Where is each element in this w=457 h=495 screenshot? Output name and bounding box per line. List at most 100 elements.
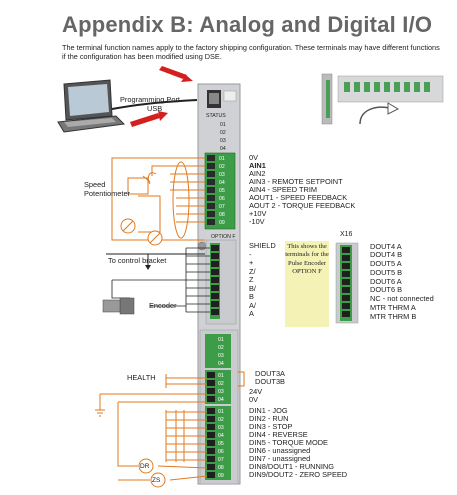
health-terminal-2: DOUT3B	[255, 377, 285, 386]
svg-text:03: 03	[218, 425, 224, 431]
analog-terminal-08: +10V	[249, 209, 267, 218]
encoder-terminal-z-bar: Z/	[249, 267, 256, 276]
speed-potentiometer-label: Speed Potentiometer	[84, 180, 131, 198]
analog-terminal-block: 01 02 03 04 05 06 07 08 09	[204, 152, 236, 230]
digital-terminal-1: DIN1 - JOG	[249, 406, 288, 415]
health-label: HEALTH	[127, 373, 156, 382]
page-title: Appendix B: Analog and Digital I/O	[62, 12, 433, 37]
svg-text:08: 08	[218, 465, 224, 471]
health-terminal-4: 0V	[249, 395, 259, 404]
digital-terminal-9: DIN9/DOUT2 - ZERO SPEED	[249, 470, 348, 479]
encoder-wiring	[111, 247, 210, 313]
svg-text:07: 07	[218, 457, 224, 463]
red-arrow-icon	[130, 66, 193, 127]
encoder-terminal-b-bar: B/	[249, 284, 256, 293]
encoder-terminal-a: A	[249, 309, 254, 318]
relay-zs-icon	[150, 472, 166, 488]
analog-terminal-02: AIN1	[249, 161, 266, 170]
analog-terminal-09: -10V	[249, 217, 265, 226]
svg-text:01: 01	[219, 156, 225, 162]
digital-terminal-3: DIN3 - STOP	[249, 422, 293, 431]
encoder-terminal-block	[210, 243, 220, 319]
encoder-icon	[102, 297, 135, 315]
analog-terminal-01: 0V	[249, 153, 259, 162]
svg-text:08: 08	[219, 212, 225, 218]
svg-text:03: 03	[218, 389, 224, 395]
svg-text:06: 06	[218, 449, 224, 455]
svg-text:05: 05	[218, 441, 224, 447]
svg-text:09: 09	[219, 220, 225, 226]
analog-terminal-04: AIN3 - REMOTE SETPOINT	[249, 177, 343, 186]
x16-terminal-7: NC - not connected	[370, 294, 434, 303]
svg-text:05: 05	[219, 188, 225, 194]
potentiometer-icon	[127, 172, 157, 195]
x16-terminal-4: DOUT5 B	[370, 268, 403, 277]
encoder-terminal-z: Z	[249, 275, 254, 284]
control-bracket-label: To control bracket	[108, 256, 167, 265]
svg-text:03: 03	[218, 353, 224, 359]
option-f-label: OPTION F	[211, 234, 236, 240]
svg-text:01: 01	[218, 373, 224, 379]
svg-text:01: 01	[218, 409, 224, 415]
digital-terminal-8: DIN8/DOUT1 - RUNNING	[249, 462, 334, 471]
screw-icon	[197, 241, 207, 251]
x16-terminal-3: DOUT5 A	[370, 259, 402, 268]
intro-text: The terminal function names apply to the…	[62, 43, 440, 61]
svg-text:07: 07	[219, 204, 225, 210]
svg-text:06: 06	[219, 196, 225, 202]
encoder-terminal-plus: +	[249, 258, 254, 267]
x16-label: X16	[340, 231, 353, 238]
digital-terminal-2: DIN2 - RUN	[249, 414, 289, 423]
x16-terminal-5: DOUT6 A	[370, 277, 402, 286]
svg-text:09: 09	[218, 473, 224, 479]
analog-terminal-05: AIN4 - SPEED TRIM	[249, 185, 318, 194]
x16-terminal-block	[335, 242, 359, 324]
analog-terminal-03: AIN2	[249, 169, 266, 178]
zs-label: ZS	[152, 477, 161, 484]
x16-terminal-8: MTR THRM A	[370, 303, 416, 312]
digital-terminal-4: DIN4 - REVERSE	[249, 430, 308, 439]
module-illustration	[321, 73, 444, 125]
svg-text:04: 04	[218, 361, 224, 367]
svg-text:01: 01	[218, 337, 224, 343]
encoder-label: Encoder	[149, 301, 177, 310]
svg-text:04: 04	[218, 397, 224, 403]
svg-text:04: 04	[218, 433, 224, 439]
svg-text:02: 02	[219, 164, 225, 170]
analog-terminal-06: AOUT1 - SPEED FEEDBACK	[249, 193, 348, 202]
relay-dr-icon	[138, 458, 154, 474]
svg-text:03: 03	[220, 138, 226, 144]
svg-text:03: 03	[219, 172, 225, 178]
svg-text:04: 04	[219, 180, 225, 186]
health-terminal-1: DOUT3A	[255, 369, 285, 378]
health-terminal-3: 24V	[249, 387, 263, 396]
digital-terminal-5: DIN5 - TORQUE MODE	[249, 438, 328, 447]
dr-label: DR	[140, 463, 150, 470]
svg-text:02: 02	[218, 345, 224, 351]
svg-text:02: 02	[218, 417, 224, 423]
encoder-terminal-minus: -	[249, 250, 252, 259]
digital-terminal-6: DIN6 - unassigned	[249, 446, 311, 455]
svg-text:02: 02	[218, 381, 224, 387]
encoder-terminal-shield: SHIELD	[249, 241, 276, 250]
x16-terminal-2: DOUT4 B	[370, 250, 403, 259]
digital-terminal-block: 01 02 03 04 05 06 07 08 09	[205, 406, 231, 480]
x16-terminal-1: DOUT4 A	[370, 242, 402, 251]
status-label: STATUS	[206, 113, 226, 119]
x16-terminal-9: MTR THRM B	[370, 312, 417, 321]
encoder-terminal-b: B	[249, 292, 254, 301]
usb-label: USB	[147, 104, 163, 113]
svg-text:02: 02	[220, 130, 226, 136]
meter-icon	[120, 218, 163, 246]
programming-port-label: Programming Port	[120, 95, 180, 104]
health-wiring	[95, 371, 245, 481]
health-terminal-block: 01 02 03 04 01 02 03 04	[205, 334, 231, 404]
option-f-note: This shows the terminals for the Pulse E…	[285, 241, 329, 327]
digital-terminal-7: DIN7 - unassigned	[249, 454, 311, 463]
svg-text:01: 01	[220, 122, 226, 128]
svg-text:04: 04	[220, 146, 226, 152]
laptop-icon	[57, 79, 126, 133]
analog-terminal-07: AOUT 2 - TORQUE FEEDBACK	[249, 201, 356, 210]
x16-terminal-6: DOUT6 B	[370, 285, 403, 294]
